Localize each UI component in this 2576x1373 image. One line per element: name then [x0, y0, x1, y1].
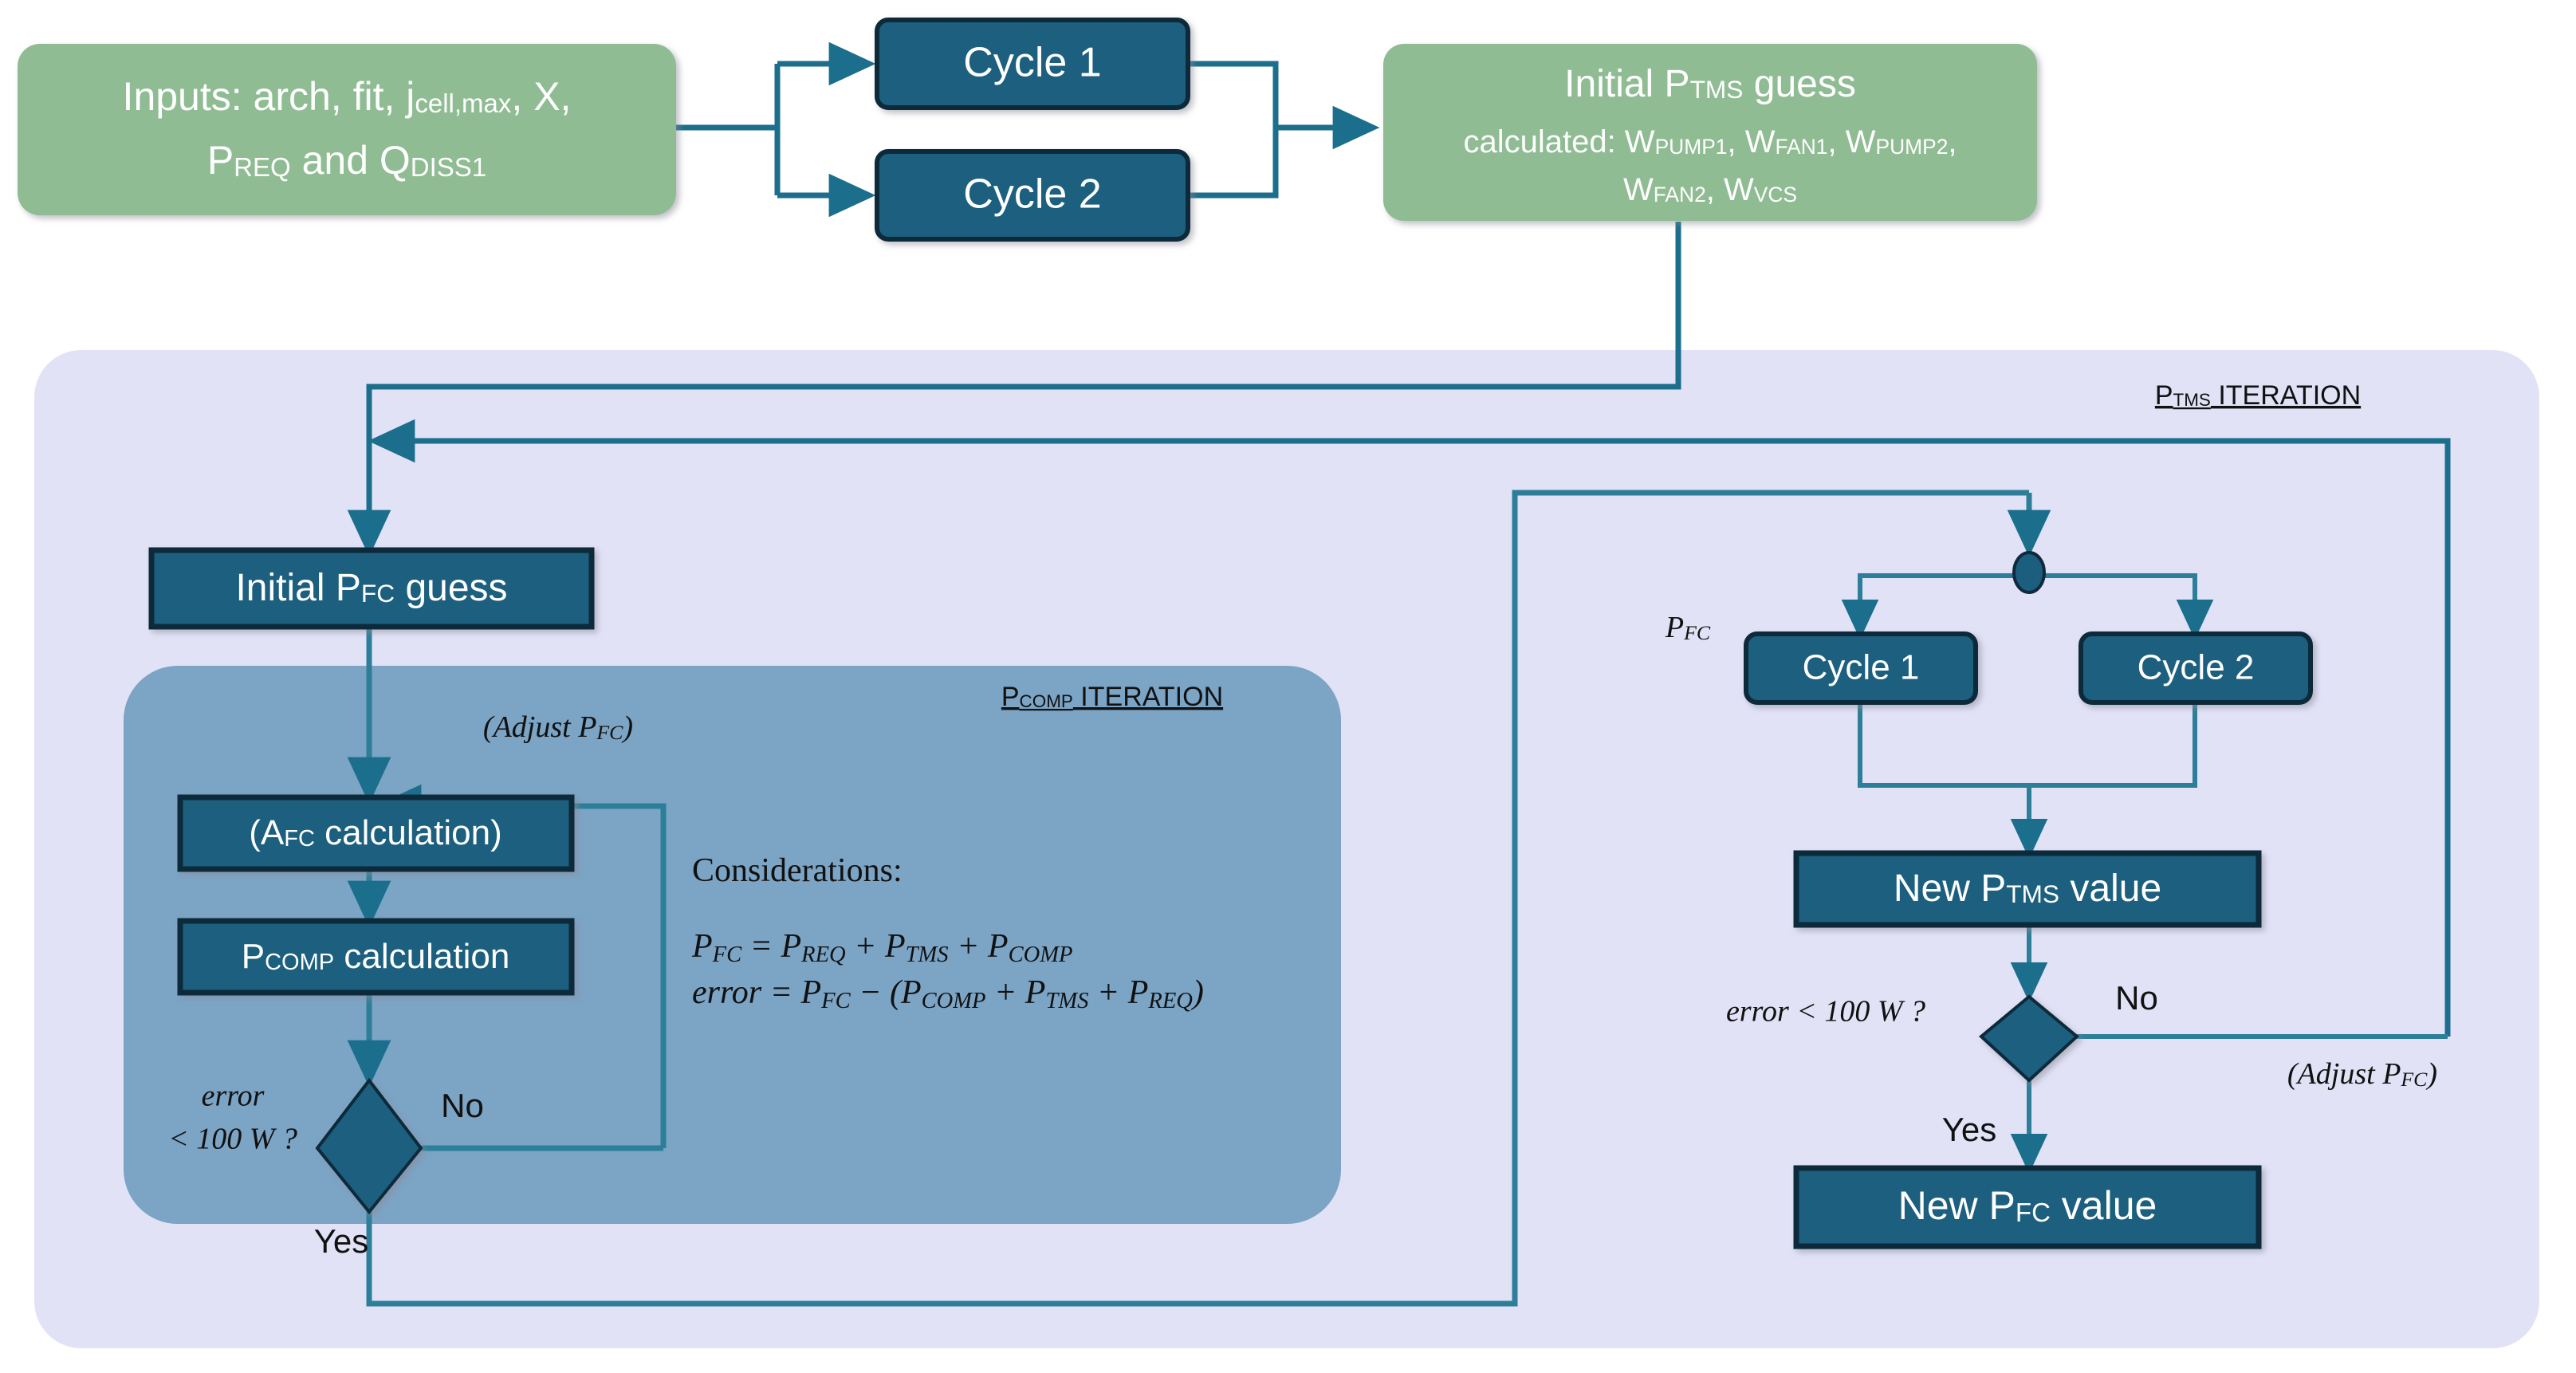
node-cycle1-top[interactable] [875, 18, 1190, 110]
pcomp-iteration-title: PCOMP ITERATION [1001, 682, 1223, 712]
connector-cycle2r-merge [2029, 695, 2197, 788]
connector-cycle2-to-merge [1178, 128, 1279, 199]
connector-no-right-return [368, 419, 2451, 1037]
node-cycle1-right-label: Cycle 1 [1803, 648, 1920, 687]
node-afc-calculation[interactable] [177, 794, 575, 872]
label-yes-left: Yes [314, 1222, 369, 1260]
label-yes-right: Yes [1942, 1111, 1997, 1148]
decision-error-right[interactable] [1978, 994, 2080, 1083]
connector-junction-to-cycle1r [1841, 573, 2029, 640]
node-cycle2-top[interactable] [875, 149, 1190, 242]
node-inputs-label: Inputs: arch, fit, jcell,max, X, [123, 74, 572, 119]
label-adjust-pfc-right: (Adjust PFC) [2287, 1057, 2437, 1091]
node-pcomp-calculation[interactable] [177, 918, 575, 996]
decision-error-left-label-line2: < 100 W ? [168, 1123, 297, 1156]
node-new-pfc-value-label: New PFC value [1898, 1183, 2157, 1228]
decision-error-left-label-line1: error [202, 1080, 265, 1113]
junction-dot-icon [2012, 551, 2046, 594]
label-no-right: No [2115, 979, 2158, 1017]
label-adjust-pfc-left: (Adjust PFC) [483, 710, 633, 744]
connector-cycle1-to-merge [1178, 61, 1279, 128]
connector-ptms-to-region [347, 222, 1681, 557]
decision-error-left[interactable] [315, 1077, 423, 1215]
node-inputs-label2: PREQ and QDISS1 [207, 138, 486, 183]
decision-error-right-label: error < 100 W ? [1726, 995, 1925, 1029]
node-cycle2-top-label: Cycle 2 [963, 171, 1101, 218]
connector-decision-left-yes [366, 490, 2029, 1307]
equation-error: error = PFC − (PCOMP + PTMS + PREQ) [692, 974, 1204, 1013]
considerations-title: Considerations: [692, 852, 903, 889]
node-new-ptms-value[interactable] [1793, 850, 2262, 928]
equation-pfc: PFC = PREQ + PTMS + PCOMP [691, 928, 1072, 967]
label-no-left: No [441, 1087, 484, 1124]
node-initial-ptms-line2: calculated: WPUMP1, WFAN1, WPUMP2, [1463, 124, 1957, 159]
node-cycle1-top-label: Cycle 1 [963, 40, 1101, 86]
connector-junction-to-cycle2r [2029, 573, 2214, 640]
node-initial-ptms-line3: WFAN2, WVCS [1623, 172, 1797, 207]
node-new-pfc-value[interactable] [1793, 1165, 2262, 1249]
node-initial-pfc-label: Initial PFC guess [235, 567, 507, 609]
node-new-ptms-value-label: New PTMS value [1894, 867, 2161, 910]
ptms-iteration-title: PTMS ITERATION [2155, 380, 2361, 411]
connector-cycle1r-merge [1858, 695, 2029, 788]
node-initial-pfc[interactable] [148, 547, 595, 630]
node-cycle1-right[interactable] [1744, 631, 1978, 705]
node-pcomp-calculation-label: PCOMP calculation [242, 937, 510, 976]
node-initial-ptms-line1: Initial PTMS guess [1564, 63, 1856, 105]
node-initial-ptms[interactable] [1383, 44, 2037, 221]
node-afc-calculation-label: (AFC calculation) [249, 813, 501, 852]
node-cycle2-right-label: Cycle 2 [2137, 648, 2255, 687]
node-cycle2-right[interactable] [2078, 631, 2313, 705]
node-inputs[interactable] [18, 44, 676, 215]
label-pfc-branch: PFC [1665, 611, 1711, 644]
